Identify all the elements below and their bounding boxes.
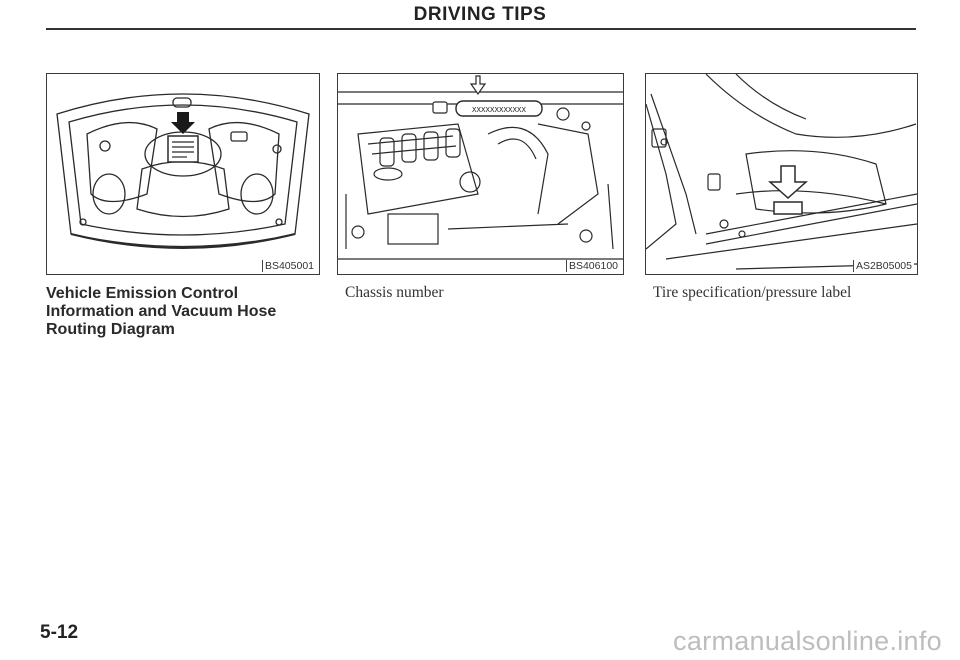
- figure-hood-emission-label: BS405001: [46, 73, 320, 275]
- page-number: 5-12: [40, 622, 79, 643]
- page-title: DRIVING TIPS: [413, 4, 547, 25]
- figure-caption: Tire specification/pressure label: [653, 284, 852, 301]
- chassis-plate-text: XXXXXXXXXXXX: [472, 107, 527, 115]
- watermark: carmanualsonline.info: [673, 626, 942, 656]
- figure-caption: Chassis number: [345, 284, 444, 301]
- figure-code: AS2B05005: [852, 260, 914, 272]
- figure-code: BS405001: [261, 260, 316, 272]
- figure-tire-label: AS2B05005: [645, 73, 918, 275]
- door-pillar-tire-label-illustration: [646, 74, 917, 270]
- hood-underside-label-illustration: [56, 93, 310, 249]
- figure-caption: Vehicle Emission Control Information and…: [46, 285, 277, 338]
- engine-bay-chassis-number-illustration: XXXXXXXXXXXX: [338, 75, 623, 260]
- title-divider: [46, 28, 916, 30]
- figure-code: BS406100: [565, 260, 620, 272]
- figure-chassis-number: XXXXXXXXXXXX BS406100: [337, 73, 624, 275]
